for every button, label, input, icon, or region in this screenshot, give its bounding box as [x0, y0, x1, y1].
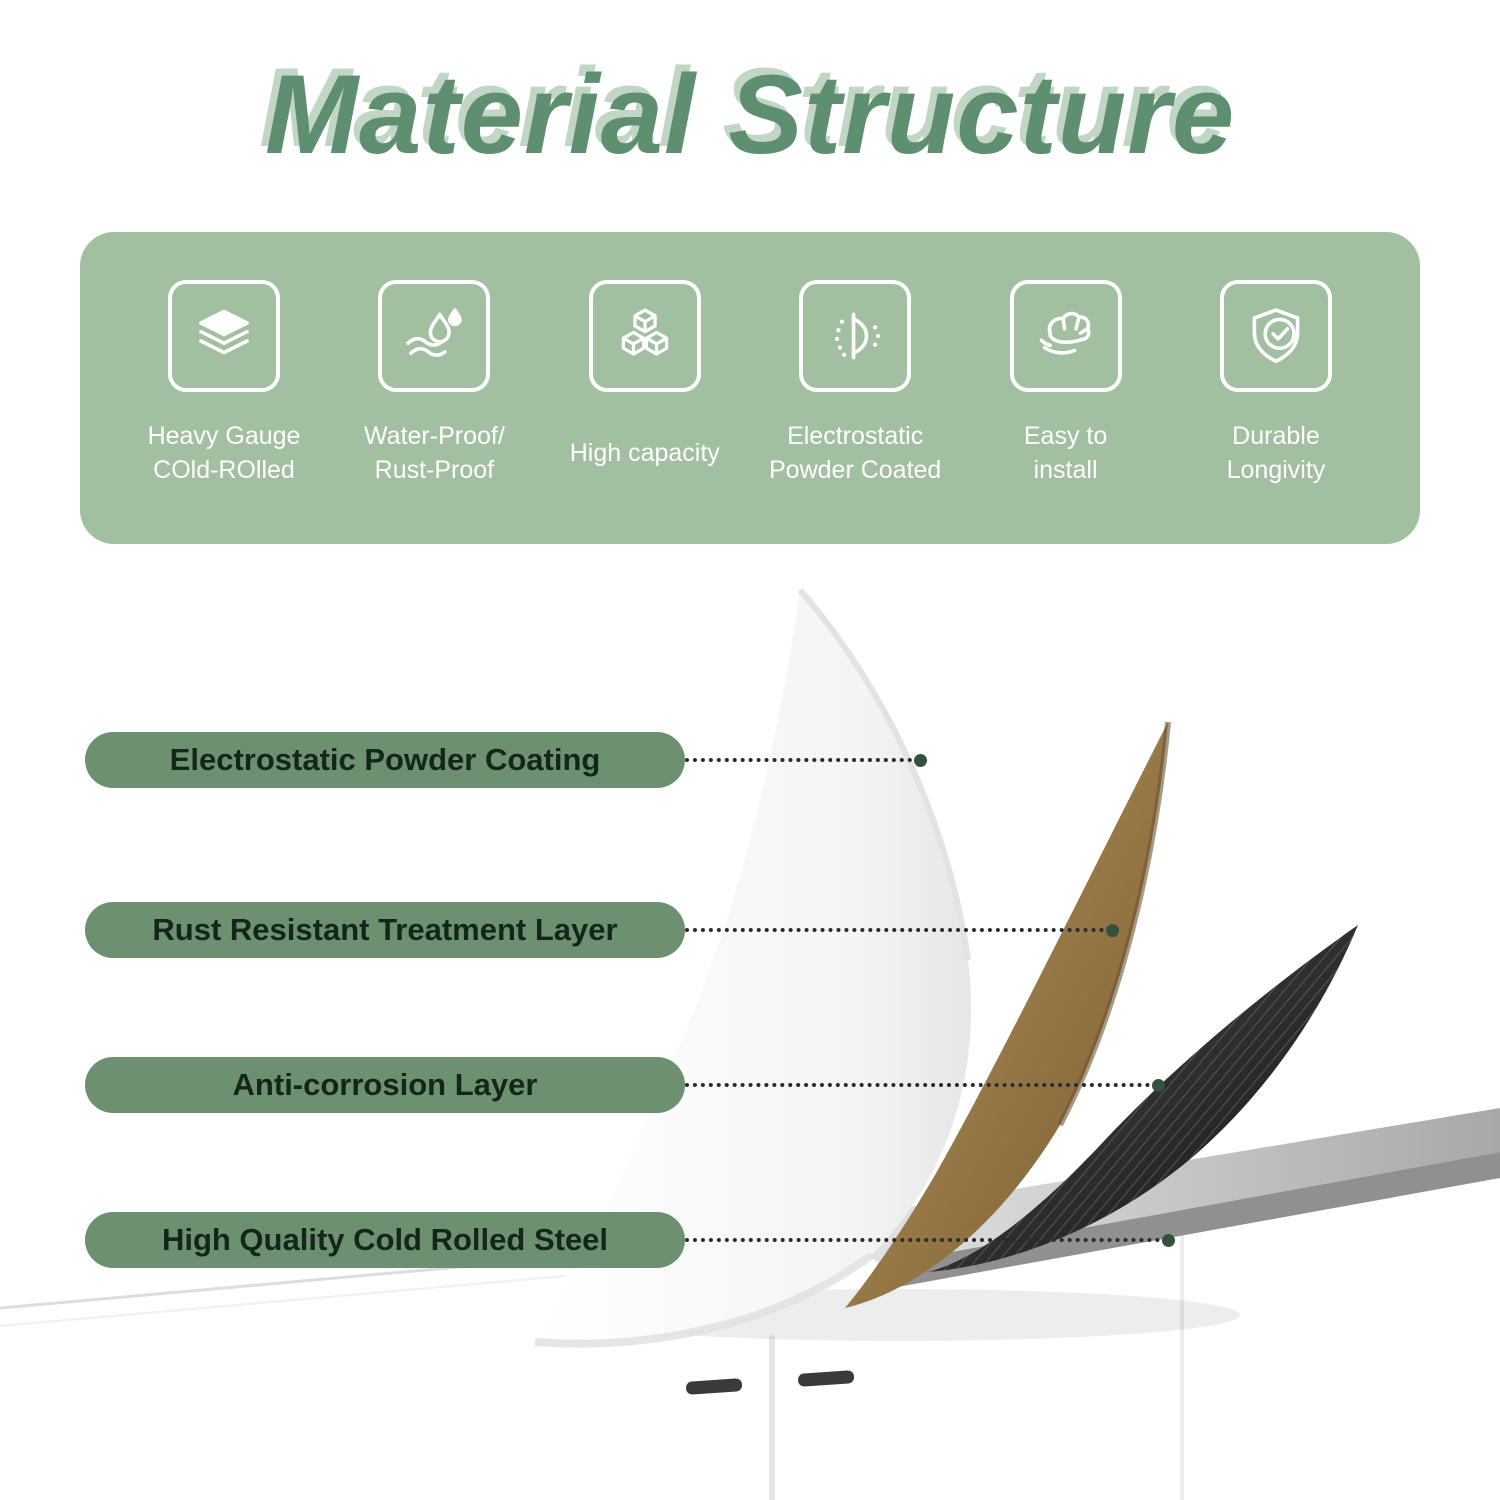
- connector-line: [685, 1083, 1158, 1087]
- feature-label-line: High capacity: [569, 439, 720, 467]
- connector-line: [685, 1238, 1168, 1242]
- layer-label-cold-rolled-steel: High Quality Cold Rolled Steel: [85, 1212, 685, 1268]
- feature-label: Electrostatic Powder Coated: [750, 416, 960, 490]
- connector-dot: [1152, 1079, 1165, 1092]
- waterproof-icon: [378, 280, 491, 392]
- layers-icon: [168, 280, 280, 392]
- layer-label-rust-resistant: Rust Resistant Treatment Layer: [85, 902, 685, 958]
- feature-label: Water-Proof/ Rust-Proof: [329, 416, 539, 490]
- connector-dot: [914, 754, 927, 767]
- easy-install-icon: [1009, 280, 1122, 392]
- electrostatic-icon: [799, 280, 912, 392]
- feature-label-line: install: [1033, 456, 1098, 484]
- connector-dot: [1162, 1234, 1175, 1247]
- feature-label: Easy to install: [961, 416, 1171, 490]
- feature-label-line: Water-Proof/: [364, 422, 505, 450]
- feature-label-line: Heavy Gauge: [147, 422, 301, 450]
- shield-check-icon: [1219, 280, 1332, 392]
- feature-label: Heavy Gauge COld-ROlled: [119, 416, 329, 490]
- feature-electrostatic: Electrostatic Powder Coated: [755, 280, 955, 490]
- feature-label: High capacity: [540, 416, 750, 490]
- feature-label-line: Longivity: [1226, 456, 1326, 484]
- feature-label-line: Electrostatic: [787, 422, 924, 450]
- feature-label-line: Durable: [1232, 422, 1320, 450]
- feature-waterproof: Water-Proof/ Rust-Proof: [334, 280, 534, 490]
- feature-label-line: COld-ROlled: [153, 456, 295, 484]
- features-panel: Heavy Gauge COld-ROlled Water-Proof/ Rus…: [80, 232, 1420, 544]
- material-layers-illustration: [0, 588, 1500, 1500]
- connector-line: [685, 928, 1112, 932]
- feature-heavy-gauge: Heavy Gauge COld-ROlled: [124, 280, 324, 490]
- feature-label-line: Easy to: [1023, 422, 1108, 450]
- page-title: Material Structure: [264, 52, 1236, 177]
- feature-durable: Durable Longivity: [1176, 280, 1376, 490]
- feature-label-line: Powder Coated: [769, 456, 942, 484]
- layer-label-powder-coating: Electrostatic Powder Coating: [85, 732, 685, 788]
- layer-label-anti-corrosion: Anti-corrosion Layer: [85, 1057, 685, 1113]
- feature-label-line: Rust-Proof: [374, 456, 495, 484]
- feature-easy-install: Easy to install: [966, 280, 1166, 490]
- feature-high-capacity: High capacity: [545, 280, 745, 490]
- cubes-icon: [588, 280, 701, 392]
- connector-dot: [1106, 924, 1119, 937]
- feature-label: Durable Longivity: [1171, 416, 1381, 490]
- connector-line: [685, 758, 920, 762]
